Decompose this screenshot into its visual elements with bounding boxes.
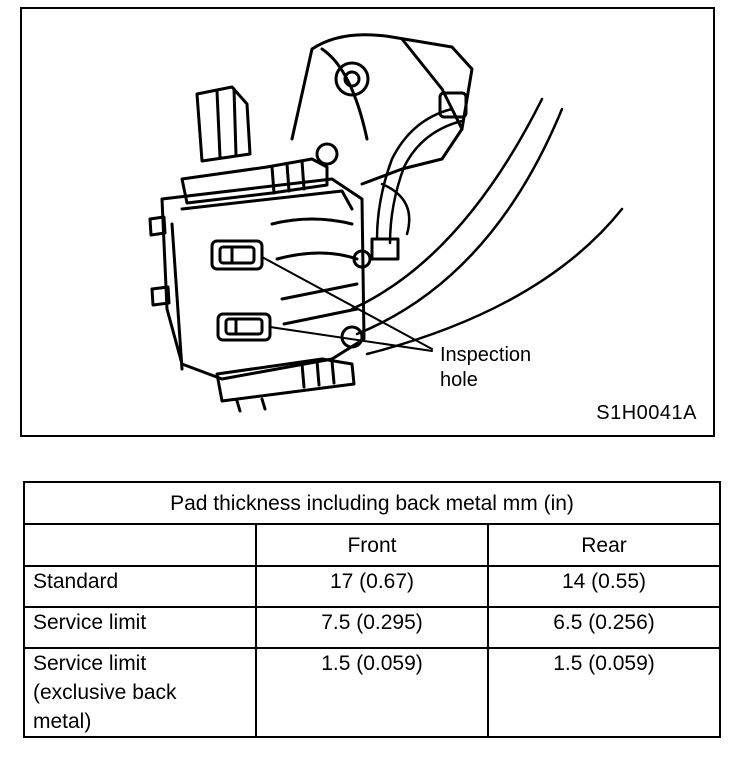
exclusive-front-value: 1.5 (0.059)	[255, 647, 489, 738]
exclusive-rear-value: 1.5 (0.059)	[486, 647, 722, 738]
brake-caliper-figure: Inspection hole S1H0041A	[20, 7, 715, 437]
figure-code: S1H0041A	[596, 402, 697, 424]
table-title: Pad thickness including back metal mm (i…	[22, 481, 722, 525]
table-row: Service limit 7.5 (0.295) 6.5 (0.256)	[23, 606, 722, 649]
table-header-row: Front Rear	[23, 523, 722, 567]
row-label-service-limit: Service limit	[23, 606, 257, 649]
table-title-row: Pad thickness including back metal mm (i…	[22, 481, 722, 525]
service-limit-front-value: 7.5 (0.295)	[255, 606, 489, 649]
inspection-hole-callout: Inspection hole	[440, 343, 531, 393]
standard-rear-value: 14 (0.55)	[486, 565, 722, 608]
row-label-line-2: (exclusive back	[33, 681, 177, 704]
header-rear: Rear	[486, 523, 722, 567]
service-limit-rear-value: 6.5 (0.256)	[486, 606, 722, 649]
callout-line-2: hole	[440, 369, 478, 391]
table-row: Service limit (exclusive back metal) 1.5…	[23, 647, 722, 738]
row-label-line-1: Service limit	[33, 652, 147, 675]
header-empty-cell	[23, 523, 257, 567]
header-front: Front	[255, 523, 489, 567]
row-label-service-limit-exclusive: Service limit (exclusive back metal)	[23, 647, 257, 738]
row-label-line-3: metal)	[33, 710, 92, 733]
pad-thickness-table: Pad thickness including back metal mm (i…	[22, 481, 722, 738]
brake-caliper-illustration	[148, 33, 624, 413]
row-label-standard: Standard	[23, 565, 257, 608]
standard-front-value: 17 (0.67)	[255, 565, 489, 608]
callout-line-1: Inspection	[440, 344, 532, 366]
table-row: Standard 17 (0.67) 14 (0.55)	[23, 565, 722, 608]
